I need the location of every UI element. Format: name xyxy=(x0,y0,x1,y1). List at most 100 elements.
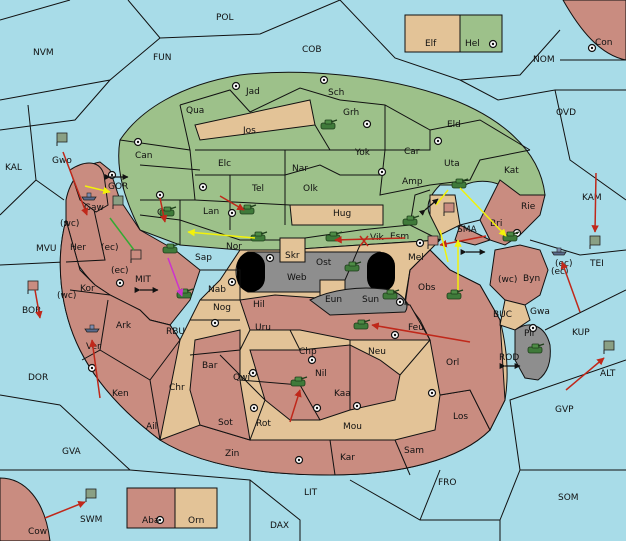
svg-text:Uru: Uru xyxy=(255,323,271,333)
svg-text:Chr: Chr xyxy=(169,383,185,393)
svg-text:Chp: Chp xyxy=(299,347,317,357)
svg-text:Nil: Nil xyxy=(315,369,327,379)
svg-text:BOR: BOR xyxy=(22,306,41,316)
svg-text:Cow: Cow xyxy=(28,527,47,537)
svg-text:FRO: FRO xyxy=(438,478,457,488)
svg-text:OVD: OVD xyxy=(556,108,576,118)
svg-text:Sap: Sap xyxy=(195,253,212,263)
svg-text:Her: Her xyxy=(70,243,86,253)
svg-text:Sot: Sot xyxy=(218,418,233,428)
svg-text:SWM: SWM xyxy=(80,515,102,525)
svg-text:Sun: Sun xyxy=(362,295,379,305)
svg-text:Ail: Ail xyxy=(146,422,157,432)
svg-text:KUP: KUP xyxy=(572,328,590,338)
svg-text:Skr: Skr xyxy=(285,251,300,261)
svg-text:Vik: Vik xyxy=(370,233,384,243)
svg-text:Obs: Obs xyxy=(418,283,436,293)
svg-text:Gaw: Gaw xyxy=(84,203,104,213)
orders-hold xyxy=(109,217,135,251)
svg-text:Kat: Kat xyxy=(504,166,519,176)
orders-support xyxy=(84,185,507,290)
svg-text:(ec): (ec) xyxy=(101,243,119,253)
svg-text:Amp: Amp xyxy=(402,177,423,187)
svg-text:Rie: Rie xyxy=(521,202,536,212)
svg-text:Tel: Tel xyxy=(251,184,264,194)
svg-text:Eun: Eun xyxy=(325,295,342,305)
svg-text:Nog: Nog xyxy=(213,303,231,313)
svg-text:FUN: FUN xyxy=(153,53,172,63)
svg-text:Jos: Jos xyxy=(242,126,256,136)
svg-text:Jad: Jad xyxy=(245,87,260,97)
svg-text:Nab: Nab xyxy=(208,285,226,295)
svg-text:Uta: Uta xyxy=(444,159,460,169)
svg-text:(ec): (ec) xyxy=(111,266,129,276)
svg-text:Feu: Feu xyxy=(408,323,424,333)
svg-text:GOR: GOR xyxy=(108,182,128,192)
svg-text:Gwo: Gwo xyxy=(52,156,72,166)
svg-text:Zin: Zin xyxy=(225,449,239,459)
svg-text:Can: Can xyxy=(135,151,153,161)
svg-text:Ark: Ark xyxy=(116,321,132,331)
svg-text:Nor: Nor xyxy=(226,242,242,252)
svg-text:RBU: RBU xyxy=(166,327,185,337)
svg-text:(wc): (wc) xyxy=(498,275,517,285)
svg-text:Los: Los xyxy=(453,412,468,422)
svg-text:Ken: Ken xyxy=(112,389,129,399)
svg-text:Sch: Sch xyxy=(328,88,344,98)
province-labels: Jad Sch Qua Jos Grh Eld Can Yok Car Uta … xyxy=(52,39,540,526)
svg-text:Con: Con xyxy=(595,38,613,48)
svg-text:Nar: Nar xyxy=(292,164,308,174)
svg-text:NVM: NVM xyxy=(33,48,54,58)
svg-text:SOM: SOM xyxy=(558,493,579,503)
connection-arrows xyxy=(104,174,521,369)
orders-convoy xyxy=(167,257,184,297)
svg-text:Kar: Kar xyxy=(340,453,355,463)
svg-text:Kor: Kor xyxy=(80,284,95,294)
svg-text:Bar: Bar xyxy=(202,361,218,371)
svg-text:Rot: Rot xyxy=(256,419,271,429)
svg-text:Grh: Grh xyxy=(343,108,359,118)
svg-text:Elc: Elc xyxy=(218,159,231,169)
supply-centers xyxy=(87,39,597,525)
svg-text:LIT: LIT xyxy=(304,488,318,498)
svg-text:(ec): (ec) xyxy=(551,267,569,277)
svg-text:NOM: NOM xyxy=(533,55,555,65)
svg-text:DAX: DAX xyxy=(270,521,289,531)
svg-text:Orl: Orl xyxy=(446,358,459,368)
svg-text:Mel: Mel xyxy=(408,253,424,263)
svg-text:POL: POL xyxy=(216,13,234,23)
svg-text:KAM: KAM xyxy=(582,193,602,203)
svg-text:Elf: Elf xyxy=(425,39,437,49)
svg-text:GVP: GVP xyxy=(555,405,574,415)
orders-move xyxy=(34,151,605,519)
svg-text:Qua: Qua xyxy=(186,106,204,116)
svg-text:Byn: Byn xyxy=(523,274,540,284)
svg-text:MVU: MVU xyxy=(36,244,57,254)
svg-text:Gwa: Gwa xyxy=(530,307,550,317)
svg-text:Web: Web xyxy=(287,273,307,283)
svg-text:Yok: Yok xyxy=(354,148,371,158)
svg-text:Bri: Bri xyxy=(490,219,502,229)
svg-text:Lan: Lan xyxy=(203,207,219,217)
svg-text:ROD: ROD xyxy=(499,353,519,363)
svg-text:Eld: Eld xyxy=(447,120,461,130)
svg-text:Qwi: Qwi xyxy=(233,373,250,383)
svg-text:Ost: Ost xyxy=(316,258,332,268)
svg-text:Hel: Hel xyxy=(465,39,480,49)
svg-text:GVA: GVA xyxy=(62,447,82,457)
svg-text:(wc): (wc) xyxy=(57,291,76,301)
svg-text:Kaa: Kaa xyxy=(334,389,351,399)
svg-text:COB: COB xyxy=(302,45,322,55)
svg-text:KAL: KAL xyxy=(5,163,22,173)
svg-text:Orn: Orn xyxy=(188,516,204,526)
svg-text:Hil: Hil xyxy=(253,300,265,310)
svg-text:Car: Car xyxy=(404,147,420,157)
svg-text:(wc): (wc) xyxy=(60,219,79,229)
svg-text:Aba: Aba xyxy=(142,516,159,526)
svg-text:ALT: ALT xyxy=(600,369,616,379)
svg-text:MIT: MIT xyxy=(135,275,151,285)
svg-text:BUC: BUC xyxy=(493,310,512,320)
sea-labels: POL NVM FUN COB NOM OVD Con KAL MVU MIT … xyxy=(5,13,616,537)
svg-text:DOR: DOR xyxy=(28,373,48,383)
